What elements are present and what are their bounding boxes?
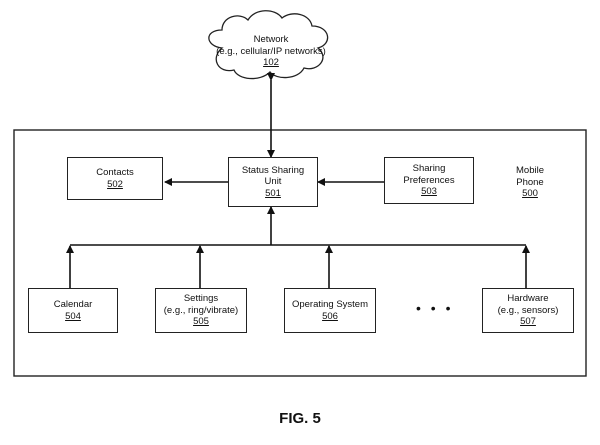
hardware-box: Hardware (e.g., sensors) 507 xyxy=(482,288,574,333)
hardware-line2: (e.g., sensors) xyxy=(497,304,559,316)
mobile-phone-label: Mobile Phone 500 xyxy=(500,165,560,200)
hardware-line1: Hardware xyxy=(507,293,549,305)
contacts-box: Contacts 502 xyxy=(67,157,163,200)
mobile-phone-boundary xyxy=(13,129,587,377)
figure-label: FIG. 5 xyxy=(279,410,321,427)
network-title: Network xyxy=(253,34,289,45)
network-label: Network (e.g., cellular/IP networks) 102 xyxy=(205,34,337,69)
status-unit-ref: 501 xyxy=(265,187,281,199)
status-unit-line1: Status Sharing xyxy=(241,164,305,176)
calendar-ref: 504 xyxy=(65,310,81,322)
operating-system-box: Operating System 506 xyxy=(284,288,376,333)
os-ref: 506 xyxy=(322,310,338,322)
mobile-phone-ref: 500 xyxy=(522,188,538,199)
sharing-prefs-line2: Preferences xyxy=(403,174,455,186)
sharing-preferences-box: Sharing Preferences 503 xyxy=(384,157,474,204)
contacts-label: Contacts xyxy=(96,167,134,178)
network-subtitle: (e.g., cellular/IP networks) xyxy=(216,45,326,57)
settings-ref: 505 xyxy=(193,316,209,328)
calendar-label: Calendar xyxy=(53,299,93,310)
sharing-prefs-ref: 503 xyxy=(421,186,437,198)
mobile-phone-line2: Phone xyxy=(516,176,544,188)
calendar-box: Calendar 504 xyxy=(28,288,118,333)
sharing-prefs-line1: Sharing xyxy=(412,163,446,175)
status-sharing-unit-box: Status Sharing Unit 501 xyxy=(228,157,318,207)
os-label: Operating System xyxy=(291,299,369,310)
contacts-ref: 502 xyxy=(107,178,123,190)
network-cloud xyxy=(208,10,329,80)
hardware-ref: 507 xyxy=(520,316,536,328)
more-inputs-ellipsis: • • • xyxy=(416,300,454,316)
settings-line1: Settings xyxy=(183,293,219,305)
network-ref: 102 xyxy=(263,57,279,68)
mobile-phone-line1: Mobile xyxy=(516,165,544,176)
status-unit-line2: Unit xyxy=(264,176,282,188)
settings-line2: (e.g., ring/vibrate) xyxy=(163,304,239,316)
settings-box: Settings (e.g., ring/vibrate) 505 xyxy=(155,288,247,333)
